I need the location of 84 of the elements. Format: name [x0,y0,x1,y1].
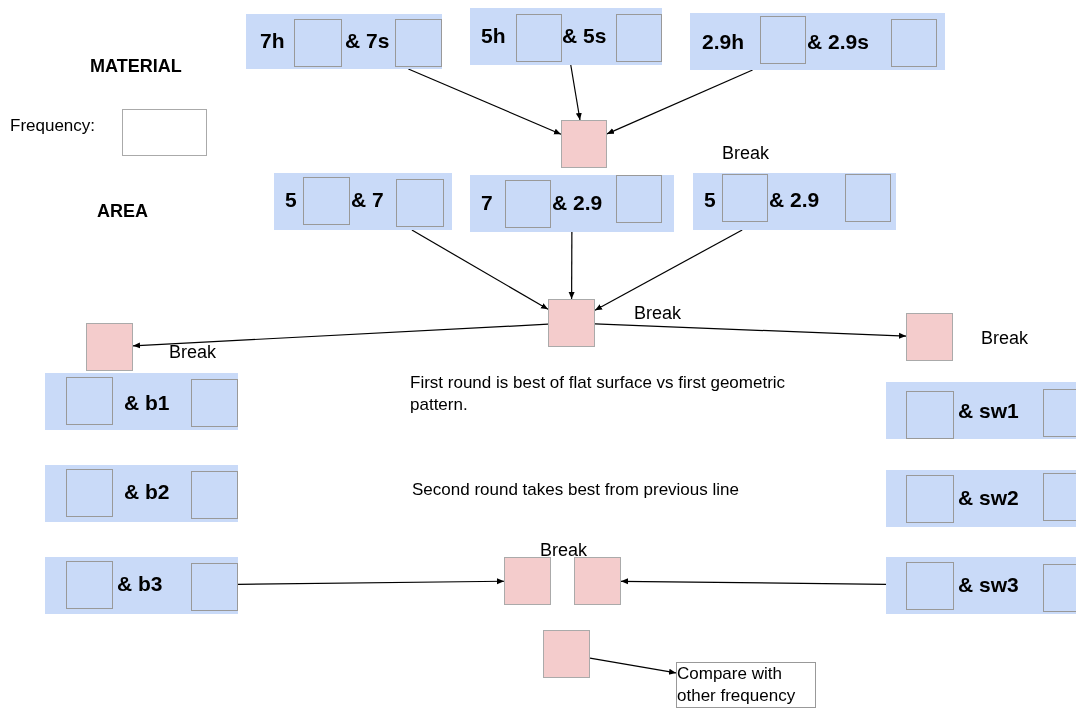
comparison-band [470,175,674,232]
comparison-band [693,173,896,230]
band-label: & b3 [117,572,163,596]
arrow [606,69,754,135]
comparison-band [470,8,662,65]
empty-box [906,562,954,610]
empty-box [396,179,444,227]
note-text: Break [169,341,217,363]
input-field [122,109,207,156]
empty-box [845,174,891,222]
arrow [407,68,562,135]
band-label: 7h [260,29,285,53]
band-label: 5 [704,188,716,212]
arrow [620,578,887,585]
empty-box [1043,564,1076,612]
band-label: 7 [481,191,493,215]
band-label: & sw2 [958,486,1019,510]
band-label: & 2.9 [769,188,820,212]
empty-box [722,174,768,222]
band-label: & 2.9 [552,191,603,215]
comparison-band [886,470,1076,527]
result-square [906,313,953,361]
empty-box [191,471,238,519]
band-label: & sw1 [958,399,1019,423]
empty-box [191,379,238,427]
note-text: First round is best of flat surface vs first geometric pattern. [410,372,787,416]
note-text: Compare with other frequency [677,663,797,707]
result-square [543,630,590,678]
band-label: & b2 [124,480,170,504]
result-square [574,557,621,605]
band-label: & 5s [562,24,607,48]
empty-box [66,377,113,425]
comparison-band [45,557,238,614]
arrow [570,64,582,121]
note-text: AREA [97,200,148,222]
band-label: 2.9h [702,30,745,54]
empty-box [891,19,937,67]
band-label: & 7s [345,29,390,53]
break-note: Break [981,327,1029,349]
empty-box [760,16,806,64]
empty-box [191,563,238,611]
empty-box [906,391,954,439]
empty-box [616,175,662,223]
note-text: MATERIAL [90,55,182,77]
empty-box [516,14,562,62]
empty-box [906,475,954,523]
arrow [594,323,907,339]
empty-box [395,19,442,67]
band-label: & 2.9s [807,30,869,54]
comparison-band [886,557,1076,614]
comparison-band [274,173,452,230]
arrow [568,231,575,300]
comparison-band [45,465,238,522]
arrow [132,323,549,349]
result-square [504,557,551,605]
empty-box [66,561,113,609]
break-note: Break [722,142,770,164]
arrow [237,578,505,585]
result-square [561,120,607,168]
empty-box [1043,389,1076,437]
empty-box [66,469,113,517]
band-label: & 7 [351,188,384,212]
empty-box [616,14,662,62]
break-note: Break [634,302,682,324]
empty-box [505,180,551,228]
arrow [589,657,677,675]
band-label: 5h [481,24,506,48]
comparison-band [246,14,442,69]
comparison-band [690,13,945,70]
arrow [594,229,743,311]
result-square [86,323,133,371]
note-text: Second round takes best from previous line [412,479,739,501]
band-label: 5 [285,188,297,212]
band-label: & b1 [124,391,170,415]
note-text: Frequency: [10,115,96,137]
empty-box [294,19,342,67]
band-label: & sw3 [958,573,1019,597]
empty-box [1043,473,1076,521]
comparison-band [45,373,238,430]
result-square [548,299,595,347]
empty-box [303,177,350,225]
comparison-band [886,382,1076,439]
note-text: Break [540,539,588,561]
arrow [411,229,549,310]
